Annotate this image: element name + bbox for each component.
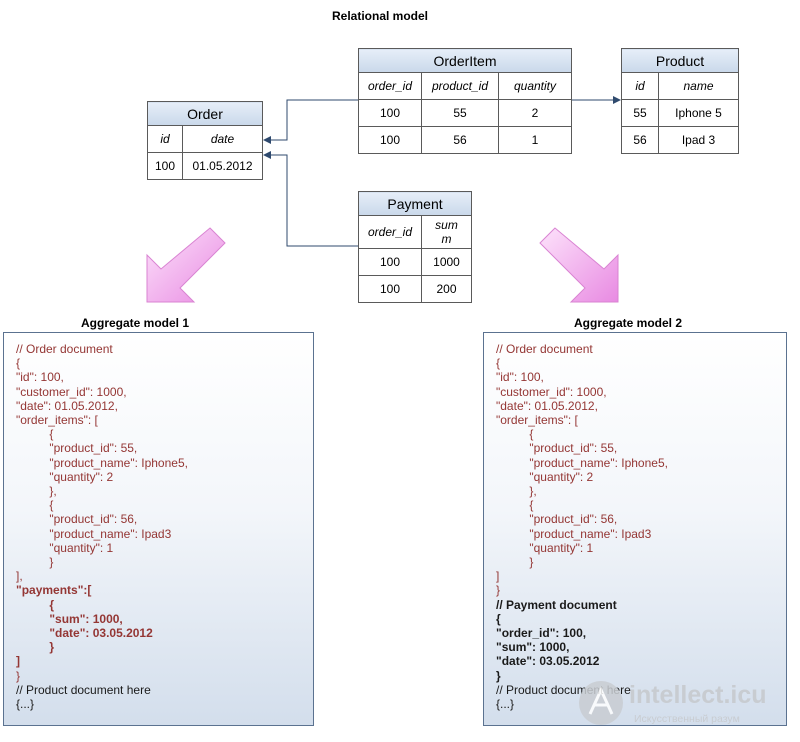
code-line: "quantity": 1 xyxy=(16,540,114,555)
code-line: { xyxy=(16,356,21,371)
code-line: "quantity": 1 xyxy=(496,540,594,555)
payment-cell: 200 xyxy=(421,275,472,303)
product-cell: Iphone 5 xyxy=(658,99,739,127)
payment-cell: 100 xyxy=(358,275,422,303)
code-line: // Payment document xyxy=(496,597,617,612)
orderitem-cell: 56 xyxy=(421,126,499,154)
aggregate-model-1-title: Aggregate model 1 xyxy=(81,316,190,330)
payment-table: Payment order_id sum m 100 1000 100 200 xyxy=(358,191,472,303)
code-line: "product_id": 56, xyxy=(16,512,138,527)
code-line: { xyxy=(496,427,534,442)
code-line: } xyxy=(496,583,501,598)
code-line: } xyxy=(16,555,54,569)
code-line: "id": 100, xyxy=(16,370,64,385)
code-line: "id": 100, xyxy=(496,370,544,385)
code-line: "product_name": Iphone5, xyxy=(496,455,668,470)
code-line: "customer_id": 1000, xyxy=(16,384,127,399)
code-line: "product_id": 55, xyxy=(16,441,138,456)
code-line: "date": 01.05.2012, xyxy=(496,398,598,413)
code-line: // Order document xyxy=(16,342,113,356)
code-line: { xyxy=(496,611,501,626)
orderitem-to-order-connector xyxy=(263,99,358,144)
product-table: Product id name 55 Iphone 5 56 Ipad 3 xyxy=(621,48,739,154)
order-cell: 01.05.2012 xyxy=(182,152,263,180)
code-line: }, xyxy=(16,484,57,498)
product-col-id: id xyxy=(621,72,659,100)
code-line: "product_name": Ipad3 xyxy=(16,526,172,541)
code-line: "customer_id": 1000, xyxy=(496,384,607,399)
code-line: { xyxy=(16,427,54,442)
orderitem-col-quantity: quantity xyxy=(498,72,572,100)
orderitem-cell: 2 xyxy=(498,99,572,127)
order-table: Order id date 100 01.05.2012 xyxy=(147,101,263,180)
orderitem-cell: 100 xyxy=(358,126,422,154)
code-line: "date": 01.05.2012, xyxy=(16,398,118,413)
code-line: "date": 03.05.2012 xyxy=(496,654,600,669)
payment-cell: 100 xyxy=(358,248,422,276)
code-line: {...} xyxy=(16,697,35,711)
code-line: { xyxy=(16,597,55,612)
code-line: { xyxy=(496,356,501,371)
orderitem-table-title: OrderItem xyxy=(358,48,572,73)
code-line: "sum": 1000, xyxy=(496,640,570,655)
code-line: ] xyxy=(16,654,20,669)
code-line: { xyxy=(16,498,54,513)
orderitem-cell: 55 xyxy=(421,99,499,127)
code-line: "product_id": 56, xyxy=(496,512,618,527)
orderitem-cell: 1 xyxy=(498,126,572,154)
code-line: "payments":[ xyxy=(16,583,92,598)
watermark-brand: intellect.icu xyxy=(629,681,767,709)
relational-model-title: Relational model xyxy=(332,9,429,23)
code-line: "order_id": 100, xyxy=(496,626,587,640)
orderitem-table: OrderItem order_id product_id quantity 1… xyxy=(358,48,572,154)
aggregate-model-2-title: Aggregate model 2 xyxy=(574,316,683,330)
code-line: } xyxy=(16,668,21,683)
payment-to-order-connector xyxy=(263,151,358,247)
code-line: {...} xyxy=(496,697,515,711)
code-line: "order_items": [ xyxy=(16,413,98,427)
code-line: // Order document xyxy=(496,342,593,356)
code-line: ] xyxy=(496,569,500,584)
code-line: "date": 03.05.2012 xyxy=(16,626,153,640)
aggregate-model-1-document: // Order document { "id": 100, "customer… xyxy=(3,332,314,726)
aggregate-model-2-document: // Order document { "id": 100, "customer… xyxy=(483,332,787,726)
code-line: // Product document here xyxy=(16,682,151,697)
orderitem-col-order-id: order_id xyxy=(358,72,422,100)
code-line: "product_id": 55, xyxy=(496,441,618,456)
payment-col-sum: sum m xyxy=(421,215,472,249)
code-line: "order_items": [ xyxy=(496,413,578,427)
watermark-tagline: Искусственный разум xyxy=(634,713,740,725)
code-line: } xyxy=(16,640,55,655)
code-line: }, xyxy=(496,484,537,498)
payment-col-order-id: order_id xyxy=(358,215,422,249)
code-line: } xyxy=(496,555,534,569)
product-cell: Ipad 3 xyxy=(658,126,739,154)
code-line: "quantity": 2 xyxy=(496,469,594,484)
payment-table-title: Payment xyxy=(358,191,472,216)
code-line: { xyxy=(496,498,534,513)
code-line: "product_name": Iphone5, xyxy=(16,455,188,470)
pink-arrow-left xyxy=(146,227,226,303)
code-line: ], xyxy=(16,569,23,584)
code-line: "product_name": Ipad3 xyxy=(496,526,652,541)
code-line: "quantity": 2 xyxy=(16,469,114,484)
payment-cell: 1000 xyxy=(421,248,472,276)
pink-arrow-right xyxy=(539,227,619,303)
code-line: } xyxy=(496,668,501,683)
code-line: "sum": 1000, xyxy=(16,611,123,626)
